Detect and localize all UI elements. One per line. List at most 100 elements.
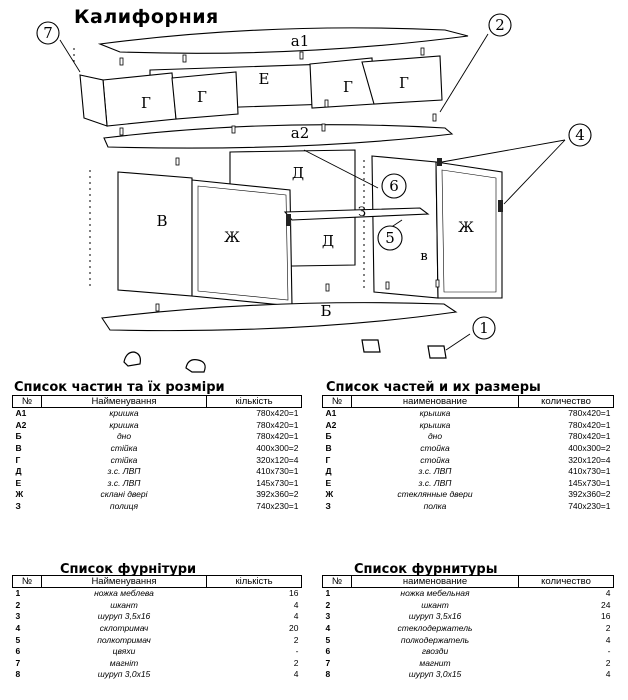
row-quantity: 4 [605, 634, 611, 645]
label-v: В [156, 212, 167, 230]
row-quantity: 16 [289, 588, 299, 599]
label-g-4: Г [399, 74, 409, 92]
column-header: наименование [351, 575, 519, 588]
row-name: кришка [109, 408, 139, 419]
row-number: 2 [15, 599, 21, 610]
row-number: 4 [15, 623, 21, 634]
callout-6: 7 [43, 24, 53, 42]
row-number: 6 [15, 646, 21, 657]
fittings-ua-title: Список фурнітури [60, 562, 197, 577]
row-quantity: 392х360=2 [256, 489, 299, 500]
row-name: магнит [419, 657, 451, 668]
callout-circle-5 [377, 225, 403, 251]
post-g-1 [102, 72, 177, 127]
row-name: стеклодержатель [397, 623, 473, 634]
table-row: 2 шкант 24 [323, 600, 614, 612]
row-number: 1 [15, 588, 21, 599]
row-number: 3 [15, 611, 21, 622]
row-name: шкант [110, 599, 138, 610]
row-number: Е [325, 477, 332, 488]
foot-2 [185, 359, 206, 373]
row-quantity: 780х420=1 [256, 419, 299, 430]
row-number: В [325, 443, 332, 454]
row-name: стійка [110, 443, 138, 454]
row-name: шкант [421, 599, 449, 610]
row-name: стойка [420, 454, 450, 465]
foot-4 [427, 345, 447, 359]
row-number: 8 [325, 669, 331, 680]
row-quantity: 145х730=1 [256, 477, 299, 488]
row-quantity: 400х300=2 [256, 443, 299, 454]
column-header: Найменування [41, 575, 207, 588]
row-quantity: 2 [605, 623, 611, 634]
column-header: кількість [206, 575, 302, 588]
row-number: Г [15, 454, 21, 465]
row-quantity: 4 [293, 599, 299, 610]
row-quantity: - [295, 646, 299, 657]
column-header: № [12, 395, 42, 408]
post-g-2 [171, 71, 239, 120]
row-quantity: 740х230=1 [568, 501, 611, 512]
row-quantity: 20 [289, 623, 299, 634]
row-name: стойка [420, 443, 450, 454]
top-panel-a1 [97, 27, 469, 54]
drawing-title: Калифорния [74, 6, 219, 28]
row-number: Б [325, 431, 332, 442]
row-number: А1 [325, 408, 337, 419]
row-number: В [15, 443, 22, 454]
row-quantity: 4 [293, 611, 299, 622]
label-g-2: Г [197, 88, 207, 106]
row-quantity: 24 [601, 599, 611, 610]
row-name: крышка [419, 419, 451, 430]
row-name: стійка [110, 454, 138, 465]
row-name: полкодержатель [400, 634, 470, 645]
row-number: З [15, 501, 21, 512]
row-quantity: 392х360=2 [568, 489, 611, 500]
post-g-4 [361, 55, 443, 105]
row-name: ножка меблева [94, 588, 154, 599]
row-number: Г [325, 454, 331, 465]
glass-door-left [191, 179, 293, 307]
row-number: 2 [325, 599, 331, 610]
column-header: Найменування [41, 395, 207, 408]
row-name: полка [423, 501, 447, 512]
column-header: № [12, 575, 42, 588]
row-quantity: 2 [293, 657, 299, 668]
parts-ua-title: Список частин та їх розміри [14, 380, 225, 395]
row-quantity: 410х730=1 [256, 466, 299, 477]
label-z: З [358, 205, 366, 220]
label-g-3: Г [343, 78, 353, 96]
row-quantity: 4 [293, 669, 299, 680]
callout-circle-1 [472, 316, 496, 340]
row-number: Ж [15, 489, 24, 500]
side-stand-v-left [117, 171, 193, 297]
row-number: А2 [15, 419, 27, 430]
row-name: з.с. ЛВП [418, 466, 452, 477]
label-v-small: в [420, 249, 427, 264]
row-quantity: 4 [605, 669, 611, 680]
row-name: цвяхи [112, 646, 136, 657]
row-quantity: 780х420=1 [256, 431, 299, 442]
column-header: количество [518, 575, 614, 588]
